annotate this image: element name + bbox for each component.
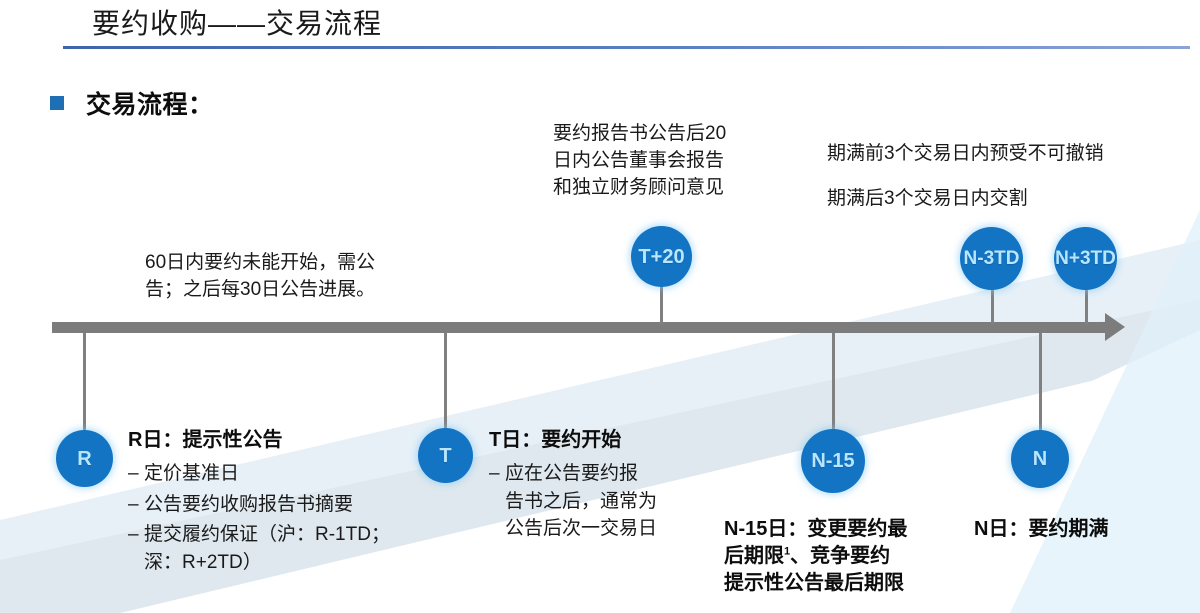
timeline-node-n3td[interactable]: N-3TD — [960, 227, 1023, 290]
detail-n15-title-footnote-marker: 1 — [784, 545, 791, 558]
timeline-node-nplus3td[interactable]: N+3TD — [1054, 227, 1117, 290]
detail-n15-title: N-15日：变更要约最 后期限1、竞争要约 提示性公告最后期限 — [724, 516, 974, 597]
detail-n15-title-part1: N-15日：变更要约最 后期限 — [724, 518, 908, 567]
timeline-node-r-label: R — [77, 447, 92, 470]
node-stem-nplus3td — [1085, 285, 1088, 325]
detail-r-item-0: 定价基准日 — [144, 463, 240, 484]
detail-r-item-2: 提交履约保证（沪：R-1TD； 深：R+2TD） — [144, 524, 390, 573]
detail-t-list: – 应在公告要约报 告书之后，通常为 公告后次一交易日 — [489, 460, 704, 543]
detail-block-n: N日：要约期满 — [974, 516, 1194, 543]
page-title: 要约收购——交易流程 — [92, 8, 383, 39]
node-stem-n3td — [991, 285, 994, 325]
dash-bullet-icon: – — [128, 493, 139, 515]
annotation-t20-board-report: 要约报告书公告后20 日内公告董事会报告 和独立财务顾问意见 — [553, 123, 727, 198]
node-stem-n15 — [832, 333, 835, 435]
annotation-60-day-notice: 60日内要约未能开始，需公 告；之后每30日公告进展。 — [145, 252, 376, 300]
detail-block-n15: N-15日：变更要约最 后期限1、竞争要约 提示性公告最后期限 — [724, 516, 974, 597]
square-bullet-icon — [50, 96, 64, 110]
list-item: – 应在公告要约报 告书之后，通常为 公告后次一交易日 — [489, 460, 704, 543]
timeline-arrow-head-icon — [1105, 313, 1125, 341]
title-underline — [63, 46, 1190, 49]
timeline-node-n-label: N — [1032, 448, 1048, 470]
section-heading-label: 交易流程： — [86, 91, 214, 119]
timeline-node-n3td-label: N-3TD — [963, 248, 1020, 269]
dash-bullet-icon: – — [489, 463, 500, 484]
timeline-axis-bar — [52, 322, 1108, 333]
detail-n-title: N日：要约期满 — [974, 518, 1109, 540]
detail-t-item-0: 应在公告要约报 告书之后，通常为 公告后次一交易日 — [505, 463, 658, 540]
detail-block-r: R日：提示性公告 – 定价基准日 – 公告要约收购报告书摘要 – 提交履约保证（… — [128, 427, 448, 579]
annotation-pre-expiry-irrevocable: 期满前3个交易日内预受不可撤销 — [827, 143, 1104, 164]
node-stem-t — [444, 333, 447, 430]
dash-bullet-icon: – — [128, 463, 139, 484]
dash-bullet-icon: – — [128, 524, 139, 546]
timeline-node-r[interactable]: R — [56, 430, 113, 487]
annotation-post-expiry-settlement: 期满后3个交易日内交割 — [827, 188, 1028, 209]
detail-r-item-1: 公告要约收购报告书摘要 — [144, 493, 354, 515]
timeline-node-t[interactable]: T — [418, 428, 473, 483]
node-stem-n — [1039, 333, 1042, 431]
timeline-node-n[interactable]: N — [1011, 430, 1069, 488]
timeline-node-t-label: T — [439, 444, 452, 467]
node-stem-t20 — [660, 285, 663, 325]
node-stem-r — [83, 333, 86, 433]
list-item: – 提交履约保证（沪：R-1TD； 深：R+2TD） — [128, 521, 448, 576]
detail-r-title: R日：提示性公告 — [128, 429, 283, 451]
list-item: – 公告要约收购报告书摘要 — [128, 491, 448, 519]
detail-n15-title-part2: 、竞争要约 提示性公告最后期限 — [724, 545, 904, 594]
timeline-node-n15[interactable]: N-15 — [801, 429, 865, 493]
list-item: – 定价基准日 — [128, 460, 448, 488]
detail-t-title: T日：要约开始 — [489, 429, 622, 451]
timeline-node-nplus3td-label: N+3TD — [1055, 248, 1116, 269]
timeline-node-t20-label: T+20 — [638, 245, 685, 268]
timeline-node-n15-label: N-15 — [811, 450, 855, 472]
timeline-node-t20[interactable]: T+20 — [631, 226, 692, 287]
section-heading: 交易流程： — [50, 85, 214, 121]
detail-block-t: T日：要约开始 – 应在公告要约报 告书之后，通常为 公告后次一交易日 — [489, 427, 704, 546]
detail-r-list: – 定价基准日 – 公告要约收购报告书摘要 – 提交履约保证（沪：R-1TD； … — [128, 460, 448, 576]
